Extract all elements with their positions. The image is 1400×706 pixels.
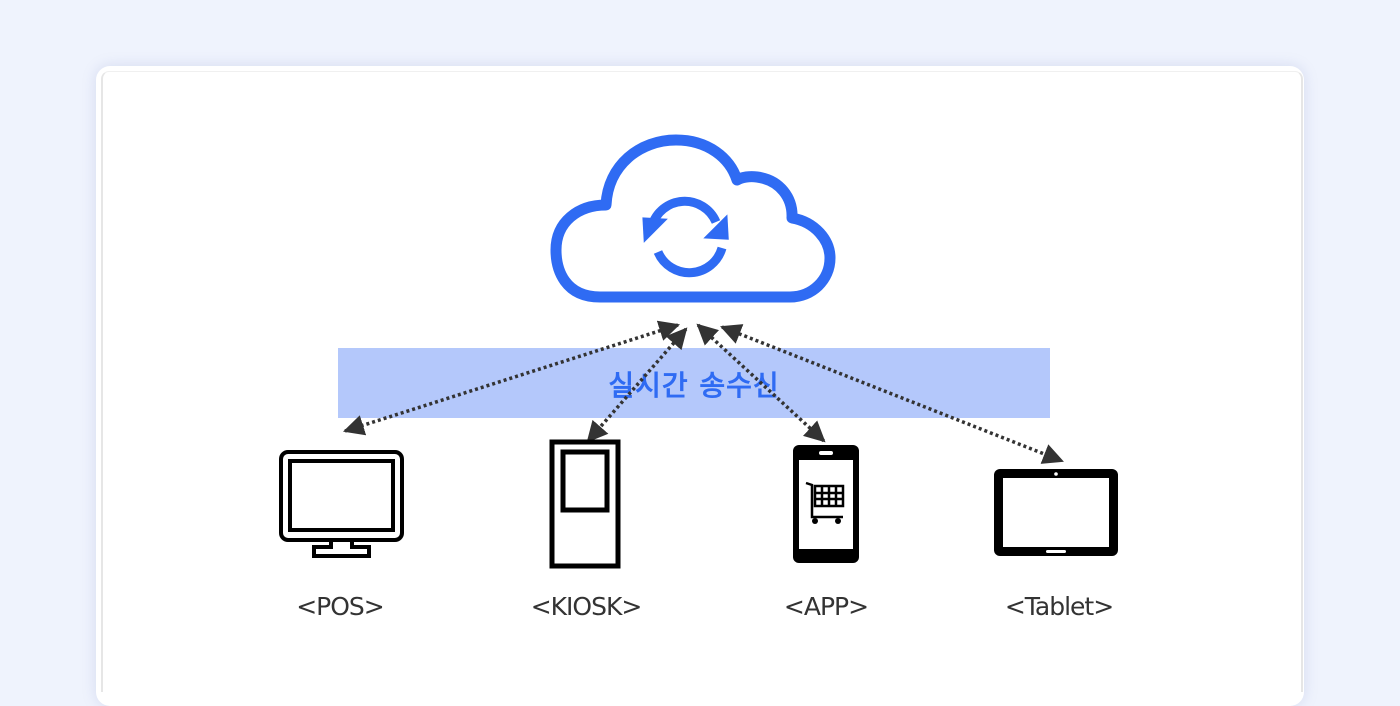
diagram-graphics (279, 134, 1118, 569)
device-label-app: <APP> (783, 592, 869, 621)
tablet-icon (994, 469, 1118, 556)
connection-tablet (720, 324, 1064, 464)
connections (342, 320, 1064, 464)
cloud-sync-icon (550, 134, 836, 303)
connection-pos (342, 320, 681, 436)
connection-app (696, 323, 826, 443)
kiosk-icon (549, 439, 621, 569)
device-label-kiosk: <KIOSK> (530, 592, 643, 621)
connection-kiosk (586, 327, 688, 443)
device-label-tablet: <Tablet> (1004, 592, 1114, 621)
monitor-icon (279, 450, 404, 558)
device-label-pos: <POS> (296, 592, 385, 621)
smartphone-cart-icon (793, 445, 859, 563)
